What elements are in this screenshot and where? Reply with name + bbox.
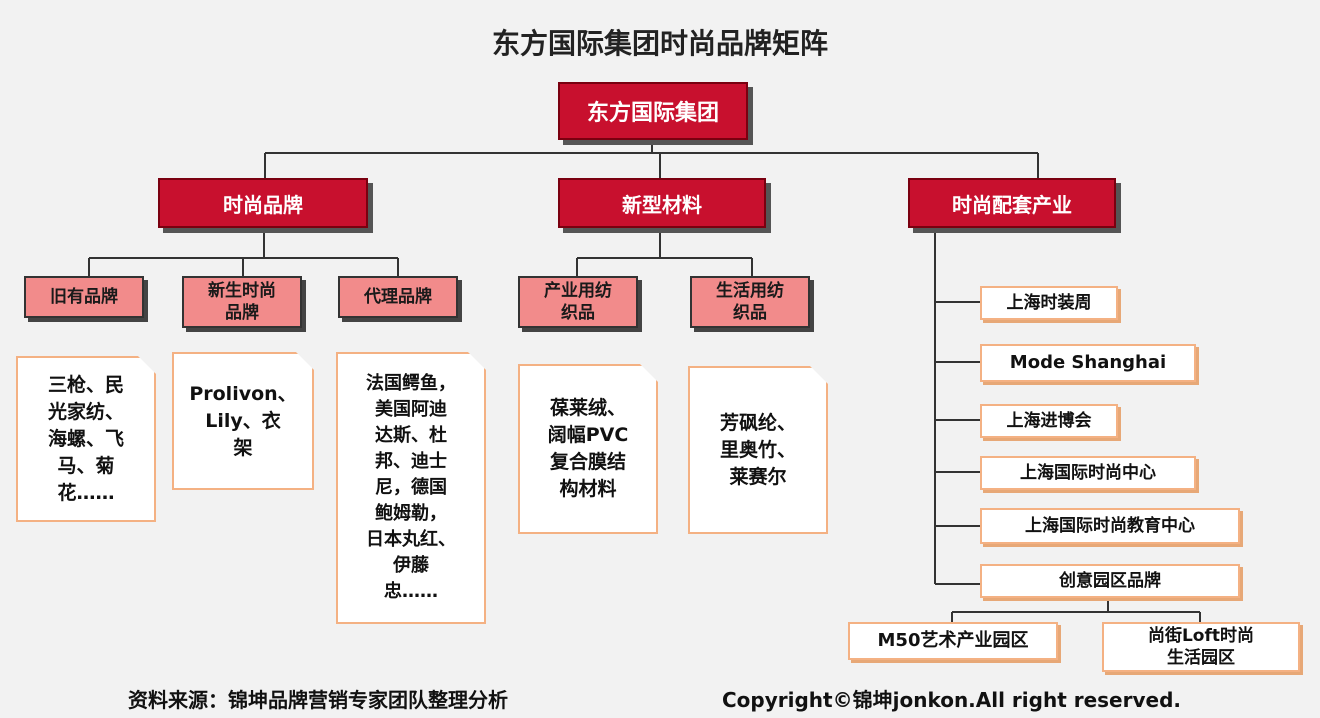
connector-root bbox=[264, 140, 1039, 178]
note-living-textiles: 芳砜纶、 里奥竹、 莱赛尔 bbox=[688, 366, 828, 534]
copyright-note: Copyright©锦坤jonkon.All right reserved. bbox=[722, 688, 1182, 712]
note-industrial-textiles: 葆莱绒、 阔幅PVC 复合膜结 构材料 bbox=[518, 364, 658, 534]
source-note: 资料来源：锦坤品牌营销专家团队整理分析 bbox=[128, 688, 508, 712]
category-supporting: 时尚配套产业 bbox=[908, 178, 1116, 228]
connector-parks bbox=[951, 598, 1201, 622]
park-item: M50艺术产业园区 bbox=[848, 622, 1058, 660]
connector-supporting bbox=[934, 228, 980, 585]
diagram-title: 东方国际集团时尚品牌矩阵 bbox=[491, 27, 828, 60]
note-new-fashion-brands: Prolivon、 Lily、衣 架 bbox=[172, 352, 314, 490]
sub-legacy-brands: 旧有品牌 bbox=[24, 276, 144, 318]
sub-living-textiles: 生活用纺 织品 bbox=[690, 276, 810, 328]
sub-industrial-textiles: 产业用纺 织品 bbox=[518, 276, 638, 328]
category-materials: 新型材料 bbox=[558, 178, 766, 228]
category-fashion: 时尚品牌 bbox=[158, 178, 368, 228]
supporting-item: 上海国际时尚中心 bbox=[980, 456, 1196, 490]
park-item: 尚街Loft时尚 生活园区 bbox=[1102, 622, 1300, 672]
note-legacy-brands: 三枪、民 光家纺、 海螺、飞 马、菊 花…… bbox=[16, 356, 156, 522]
connector-materials bbox=[576, 228, 753, 276]
supporting-item: 创意园区品牌 bbox=[980, 564, 1240, 598]
supporting-item: 上海时装周 bbox=[980, 286, 1118, 320]
supporting-item: 上海国际时尚教育中心 bbox=[980, 508, 1240, 544]
supporting-item: 上海进博会 bbox=[980, 404, 1118, 438]
supporting-item: Mode Shanghai bbox=[980, 344, 1196, 382]
root-node: 东方国际集团 bbox=[558, 82, 748, 140]
note-agency-brands: 法国鳄鱼， 美国阿迪 达斯、杜 邦、迪士 尼，德国 鲍姆勒， 日本丸红、 伊藤 … bbox=[336, 352, 486, 624]
connector-fashion bbox=[88, 228, 399, 276]
sub-agency-brands: 代理品牌 bbox=[338, 276, 458, 318]
sub-new-fashion-brands: 新生时尚 品牌 bbox=[182, 276, 302, 328]
